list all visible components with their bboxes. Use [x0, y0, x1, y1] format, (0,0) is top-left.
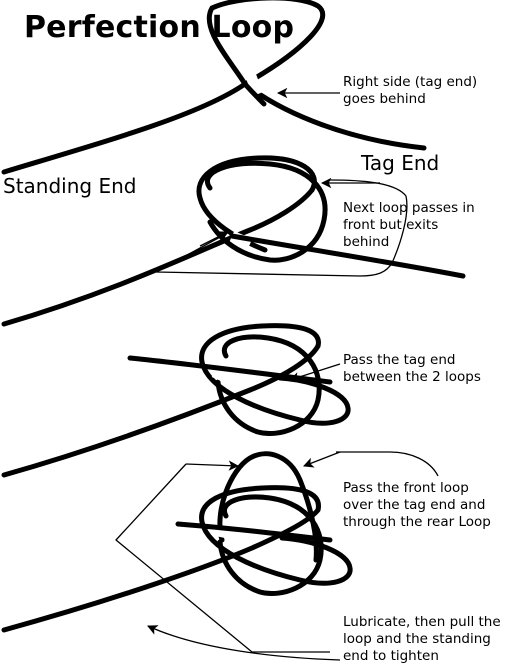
- step2-standing-line: [1, 187, 315, 327]
- step2-tag-end-line: [229, 233, 466, 279]
- step3-tag-end-line: [127, 355, 333, 385]
- step3-loop-b: [215, 334, 322, 436]
- step3-loop-a: [199, 323, 351, 426]
- step-3-note: Pass the tag end between the 2 loops: [343, 352, 481, 385]
- step-2-note: Next loop passes in front but exits behi…: [343, 200, 475, 250]
- step4-tag-end-line: [175, 521, 333, 543]
- step4-loop-c: [217, 494, 324, 596]
- tag-end-label: Tag End: [361, 151, 440, 175]
- step4-loop-b: [199, 485, 353, 586]
- step3-arrow: [289, 363, 341, 383]
- step-1-note: Right side (tag end) goes behind: [343, 74, 478, 107]
- step2-loop-b: [205, 160, 328, 263]
- standing-end-label: Standing End: [3, 174, 137, 198]
- step4-callout-bracket: [115, 451, 439, 653]
- step1-knot: [1, 0, 427, 175]
- step5-arrow: [147, 625, 341, 661]
- step3-standing-line: [1, 343, 321, 478]
- step2-loop-a: [196, 155, 317, 253]
- step-4-note: Pass the front loop over the tag end and…: [343, 480, 491, 530]
- step1-loop-line: [1, 0, 326, 175]
- page-title: Perfection Loop: [24, 10, 295, 45]
- step3-knot: [1, 323, 351, 478]
- step4-knot: [1, 451, 353, 633]
- step4-front-loop: [217, 451, 319, 563]
- step2-knot: [1, 155, 466, 327]
- step-5-note: Lubricate, then pull the loop and the st…: [343, 614, 501, 664]
- step1-tag-end-line: [242, 81, 427, 151]
